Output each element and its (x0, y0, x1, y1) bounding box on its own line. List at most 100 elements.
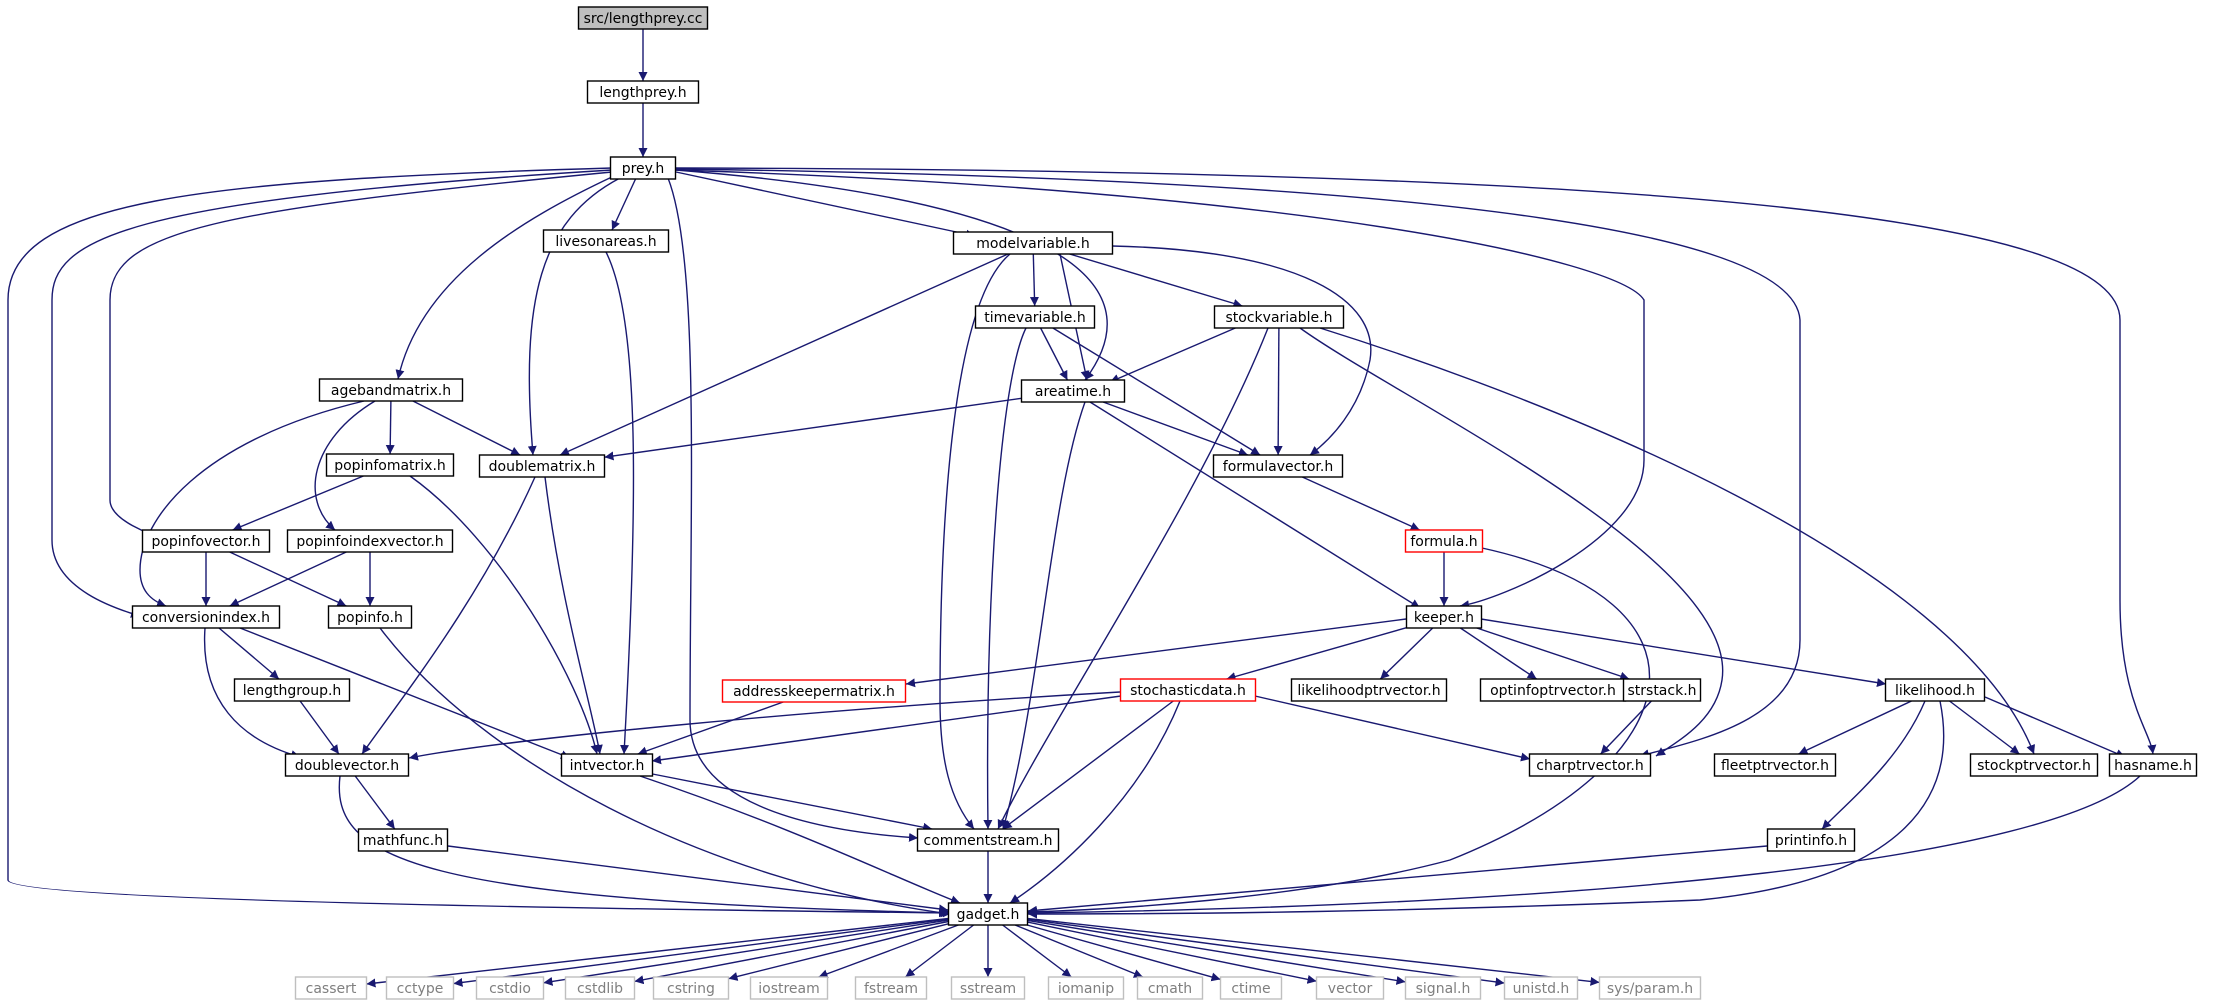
node-mathfunc-h[interactable]: mathfunc.h (357, 828, 449, 852)
node-agebandmatrix-h[interactable]: agebandmatrix.h (318, 378, 464, 402)
node-areatime-h[interactable]: areatime.h (1020, 379, 1126, 403)
node-box (577, 6, 709, 30)
node-stockptrvector-h[interactable]: stockptrvector.h (1969, 753, 2099, 777)
node-modelvariable-h[interactable]: modelvariable.h (952, 231, 1114, 255)
node-label: fleetptrvector.h (1721, 758, 1829, 774)
node-box (357, 828, 449, 852)
node-livesonareas-h[interactable]: livesonareas.h (542, 229, 670, 253)
node-label: keeper.h (1414, 610, 1474, 626)
edge-keeper_h-to-likelihood_h (1480, 618, 1887, 688)
node-intvector-h[interactable]: intvector.h (560, 753, 654, 777)
edge-modelvariable_h-to-formulavector_h (1111, 245, 1372, 456)
node-prey-h[interactable]: prey.h (609, 156, 677, 180)
node-popinfovector-h[interactable]: popinfovector.h (141, 529, 271, 553)
node-keeper-h[interactable]: keeper.h (1405, 605, 1483, 629)
edge-stockvariable_h-to-stockptrvector_h (1319, 327, 2035, 755)
edge-line (611, 177, 637, 231)
edge-line (109, 171, 613, 543)
node-charptrvector-h[interactable]: charptrvector.h (1528, 753, 1652, 777)
node-timevariable-h[interactable]: timevariable.h (974, 305, 1096, 329)
edge-line (379, 627, 951, 918)
node-box (749, 976, 829, 1000)
node-doublevector-h[interactable]: doublevector.h (284, 753, 410, 777)
edge-line (1984, 696, 2126, 758)
node-box (1047, 976, 1125, 1000)
node-commentstream-h[interactable]: commentstream.h (916, 828, 1060, 852)
edge-line (1319, 327, 2035, 755)
nodes-layer: src/lengthprey.cc lengthprey.h prey.h lives… (131, 6, 2198, 1000)
edge-line (1109, 325, 1241, 383)
node-doublematrix-h[interactable]: doublematrix.h (478, 454, 606, 478)
node-label: lengthgroup.h (243, 683, 342, 699)
edge-line (1254, 695, 1531, 762)
node-stochasticdata-h[interactable]: stochasticdata.h (1119, 678, 1257, 702)
edge-line (728, 923, 949, 981)
node-conversionindex-h[interactable]: conversionindex.h (131, 605, 281, 629)
edge-gadget_h-to-cmath (1014, 924, 1144, 978)
edge-line (1027, 547, 1651, 917)
node-ctime: ctime (1219, 976, 1283, 1000)
node-fleetptrvector-h[interactable]: fleetptrvector.h (1713, 753, 1837, 777)
node-label: cctype (397, 981, 444, 997)
node-label: mathfunc.h (363, 833, 443, 849)
node-popinfomatrix-h[interactable]: popinfomatrix.h (325, 453, 455, 477)
node-fstream: fstream (854, 976, 928, 1000)
edge-timevariable_h-to-commentstream_h (983, 327, 1027, 830)
edge-line (409, 475, 600, 755)
node-label: vector (1328, 981, 1373, 997)
node-unistd-h: unistd.h (1503, 976, 1579, 1000)
node-iostream: iostream (749, 976, 829, 1000)
edge-line (366, 917, 949, 988)
node-box (325, 453, 455, 477)
node-label: cstdio (489, 981, 531, 997)
node-box (1969, 753, 2099, 777)
node-lengthprey-cc[interactable]: src/lengthprey.cc (577, 6, 709, 30)
node-likelihood-h[interactable]: likelihood.h (1884, 678, 1986, 702)
edge-keeper_h-to-stochasticdata_h (1226, 627, 1407, 681)
node-box (131, 605, 281, 629)
node-label: addresskeepermatrix.h (733, 684, 895, 700)
node-label: charptrvector.h (1536, 758, 1643, 774)
edge-stochasticdata_h-to-commentstream_h (1002, 700, 1174, 830)
edge-line (1052, 327, 1261, 456)
edge-line (1027, 700, 1945, 919)
node-stockvariable-h[interactable]: stockvariable.h (1213, 305, 1345, 329)
edge-line (997, 327, 1269, 830)
node-label: fstream (864, 981, 918, 997)
node-strstack-h[interactable]: strstack.h (1622, 678, 1702, 702)
node-hasname-h[interactable]: hasname.h (2108, 753, 2198, 777)
edge-stockvariable_h-to-areatime_h (1109, 325, 1241, 383)
edge-line (939, 253, 1011, 830)
edge-line (299, 700, 340, 755)
node-lengthprey-h[interactable]: lengthprey.h (586, 80, 700, 104)
node-label: sys/param.h (1607, 981, 1693, 997)
node-label: popinfoindexvector.h (296, 534, 443, 550)
node-printinfo-h[interactable]: printinfo.h (1766, 828, 1856, 852)
edge-gadget_h-to-iomanip (1002, 924, 1072, 978)
node-label: cstring (667, 981, 715, 997)
node-label: agebandmatrix.h (331, 383, 451, 399)
node-popinfoindexvector-h[interactable]: popinfoindexvector.h (286, 529, 454, 553)
edge-doublematrix_h-to-doublevector_h (361, 476, 536, 755)
node-box (1404, 529, 1484, 553)
edge-agebandmatrix_h-to-popinfoindexvector_h (314, 400, 376, 531)
node-label: conversionindex.h (142, 610, 270, 626)
node-popinfo-h[interactable]: popinfo.h (327, 605, 413, 629)
edge-line (1027, 921, 1317, 984)
node-addresskeepermatrix-h[interactable]: addresskeepermatrix.h (721, 679, 907, 703)
node-formulavector-h[interactable]: formulavector.h (1212, 454, 1344, 478)
node-likelihoodptrvector-h[interactable]: likelihoodptrvector.h (1290, 678, 1448, 702)
node-lengthgroup-h[interactable]: lengthgroup.h (233, 678, 351, 702)
node-formula-h[interactable]: formula.h (1404, 529, 1484, 553)
node-label: signal.h (1416, 981, 1471, 997)
edge-line (408, 691, 1121, 761)
node-gadget-h[interactable]: gadget.h (947, 902, 1029, 926)
edge-stochasticdata_h-to-doublevector_h (408, 691, 1121, 761)
node-box (2108, 753, 2198, 777)
edge-agebandmatrix_h-to-conversionindex_h (139, 400, 365, 608)
node-optinfoptrvector-h[interactable]: optinfoptrvector.h (1479, 678, 1627, 702)
edge-printinfo_h-to-gadget_h (1027, 845, 1768, 915)
edge-line (361, 476, 536, 755)
edge-line (1273, 327, 1283, 456)
